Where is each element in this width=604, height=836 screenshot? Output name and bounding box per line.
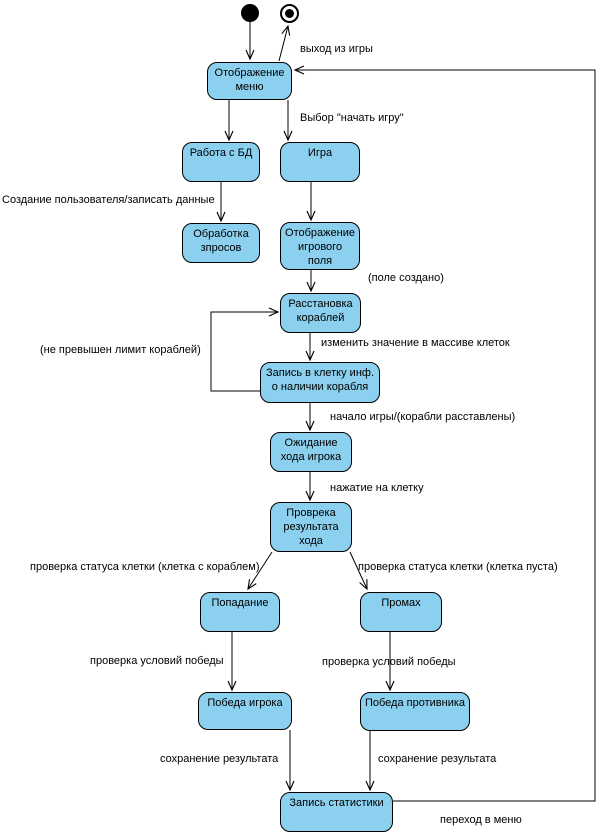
state-player-win: Победа игрока (198, 692, 292, 730)
state-ship-placement: Расстановка кораблей (280, 293, 361, 333)
state-query-processing: Обработка зпросов (182, 223, 260, 263)
state-db-work: Работа с БД (182, 142, 260, 182)
state-check-result: Проврека результата хода (270, 502, 352, 552)
state-display-menu: Отображение меню (207, 62, 292, 100)
state-display-field: Отображение игрового поля (280, 222, 360, 270)
transition-label-ship-limit-ok: (не превышен лимит кораблей) (40, 344, 201, 356)
transition-label-game-start: начало игры/(корабли расставлены) (330, 411, 516, 423)
transition-label-field-created: (поле создано) (368, 272, 444, 284)
transition-label-to-menu: переход в меню (440, 814, 522, 826)
state-miss: Промах (360, 592, 442, 632)
transition-label-cell-empty: проверка статуса клетки (клетка пуста) (358, 561, 558, 573)
edge-check-to-hit (247, 551, 273, 591)
final-state-node (280, 4, 299, 23)
transition-label-win-check-left: проверка условий победы (90, 655, 224, 667)
edge-menu-to-final (278, 24, 291, 62)
edge-cellwrite-loop-placement (210, 307, 280, 392)
transition-label-save-result-right: сохранение результата (378, 753, 497, 765)
transition-label-cell-with-ship: проверка статуса клетки (клетка с корабл… (30, 561, 260, 573)
state-game: Игра (280, 142, 360, 182)
state-cell-write: Запись в клетку инф. о наличии корабля (260, 362, 380, 403)
transition-label-cell-click: нажатие на клетку (330, 482, 424, 494)
final-state-inner-dot (285, 9, 294, 18)
transition-label-exit-game: выход из игры (300, 43, 373, 55)
edge-check-to-miss (349, 551, 368, 591)
state-hit: Попадание (200, 592, 280, 632)
state-stats-write: Запись статистики (280, 792, 393, 832)
transition-label-win-check-right: проверка условий победы (322, 656, 456, 668)
initial-state-node (241, 4, 259, 22)
edge-stats-to-menu (293, 65, 596, 802)
transition-label-create-user: Создание пользователя/записать данные (2, 194, 215, 206)
transition-label-save-result-left: сохранение результата (160, 753, 279, 765)
state-wait-turn: Ожидание хода игрока (270, 432, 352, 472)
transition-label-choose-start: Выбор "начать игру" (300, 112, 404, 124)
transition-label-change-cell-array: изменить значение в массиве клеток (321, 337, 510, 349)
state-opponent-win: Победа противника (360, 692, 470, 731)
